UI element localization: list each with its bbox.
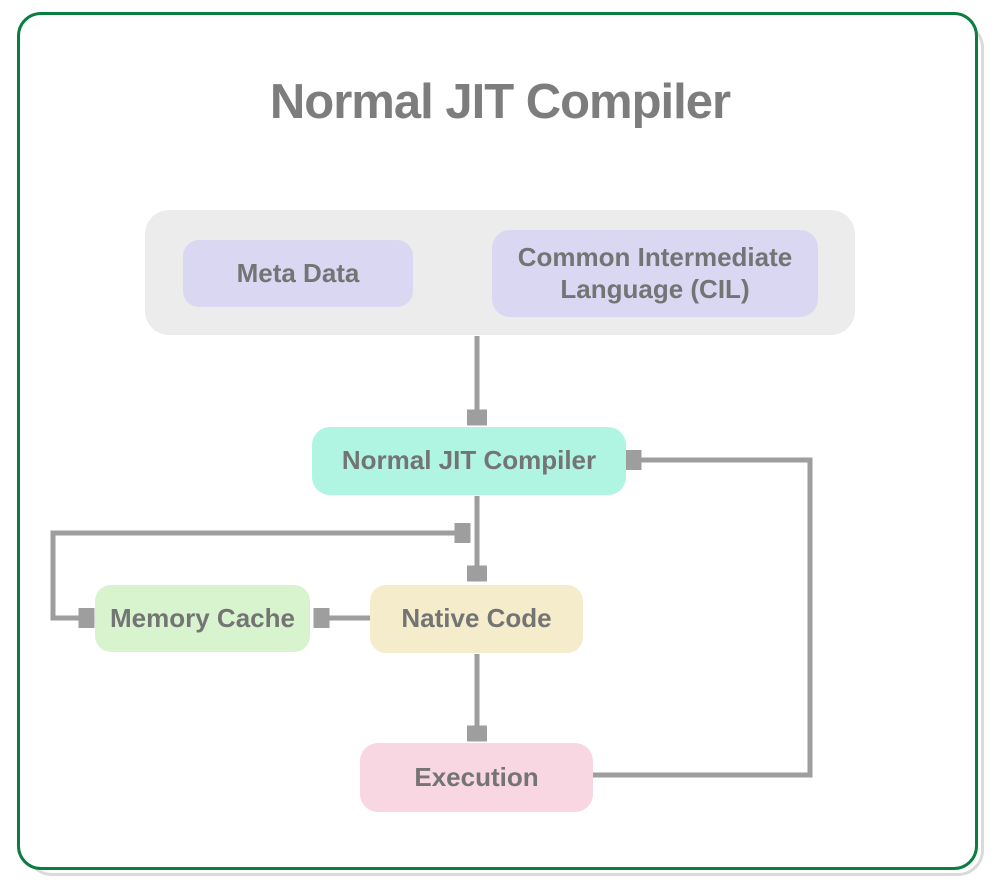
cil-label: Common Intermediate Language (CIL) [517, 242, 793, 304]
jit-compiler-node: Normal JIT Compiler [312, 427, 626, 495]
cil-node: Common Intermediate Language (CIL) [492, 230, 818, 317]
diagram-title: Normal JIT Compiler [269, 75, 731, 129]
execution-node: Execution [360, 743, 593, 812]
frame-green-border [17, 12, 978, 870]
execution-label: Execution [414, 761, 539, 792]
meta-data-label: Meta Data [236, 257, 360, 288]
jit-compiler-label: Normal JIT Compiler [341, 445, 597, 476]
meta-data-node: Meta Data [183, 240, 413, 307]
native-code-label: Native Code [401, 603, 552, 634]
native-code-node: Native Code [370, 585, 583, 653]
memory-cache-node: Memory Cache [95, 585, 310, 652]
memory-cache-label: Memory Cache [110, 602, 295, 633]
